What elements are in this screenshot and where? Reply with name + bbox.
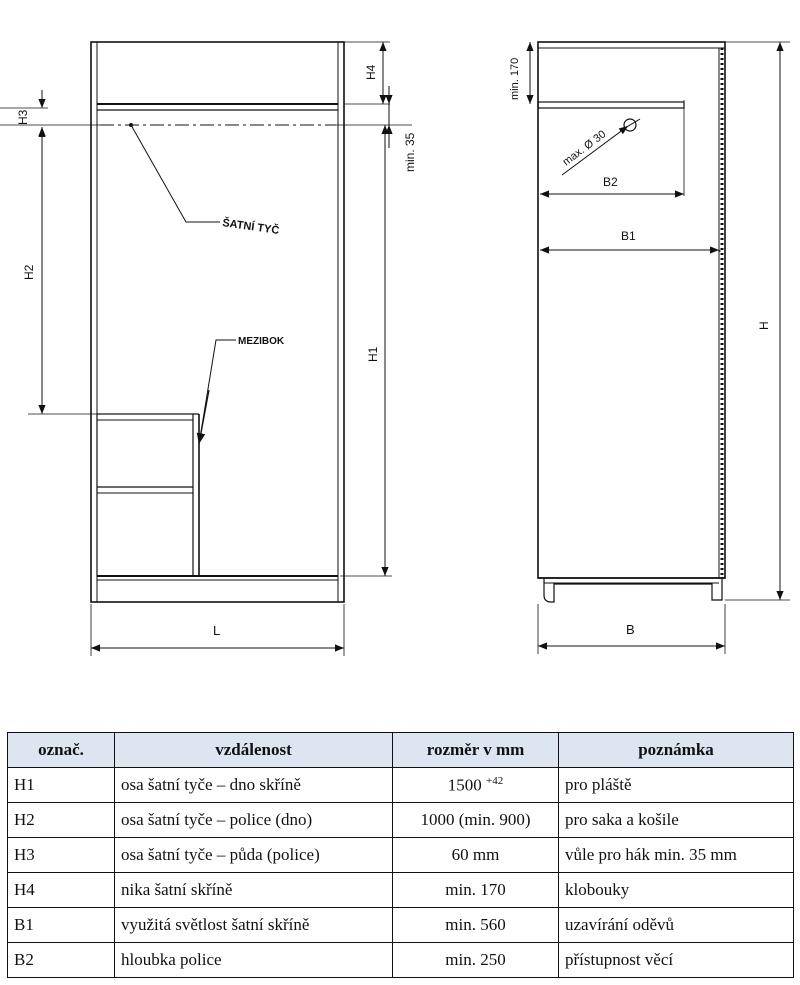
front-outer-frame xyxy=(90,41,345,603)
side-plinth xyxy=(543,578,723,603)
cell-code: H2 xyxy=(7,802,115,838)
dimension-spec-table: označ. vzdálenost rozměr v mm poznámka H… xyxy=(7,732,794,978)
cell-note: pro pláště xyxy=(558,767,794,803)
cell-size-tolerance: +42 xyxy=(486,774,504,787)
header-rozmer: rozměr v mm xyxy=(392,732,559,768)
rail-circle xyxy=(623,118,637,132)
dim-line-max30 xyxy=(561,125,629,176)
table-header-row: označ. vzdálenost rozměr v mm poznámka xyxy=(7,732,794,768)
cell-desc: hloubka police xyxy=(114,942,393,978)
dim-label-b: B xyxy=(626,622,635,637)
cell-size: min. 170 xyxy=(392,872,559,908)
dim-label-h3: H3 xyxy=(16,109,30,125)
cell-desc: osa šatní tyče – půda (police) xyxy=(114,837,393,873)
dim-label-min170: min. 170 xyxy=(509,58,521,100)
cell-size: min. 560 xyxy=(392,907,559,943)
shelf-compartment xyxy=(96,413,194,577)
cell-code: B2 xyxy=(7,942,115,978)
table-row: B1 využitá světlost šatní skříně min. 56… xyxy=(7,907,794,943)
cell-code: B1 xyxy=(7,907,115,943)
cell-code: H4 xyxy=(7,872,115,908)
front-view xyxy=(0,41,412,656)
header-poznamka: poznámka xyxy=(558,732,794,768)
dim-label-b2: B2 xyxy=(603,175,618,189)
cell-size: 1500 +42 xyxy=(392,767,559,803)
label-satni-tyc: ŠATNÍ TYČ xyxy=(222,216,281,237)
dim-label-h: H xyxy=(757,321,771,330)
cell-note: uzavírání oděvů xyxy=(558,907,794,943)
cell-code: H3 xyxy=(7,837,115,873)
header-oznac: označ. xyxy=(7,732,115,768)
cell-note: přístupnost věcí xyxy=(558,942,794,978)
dim-label-min35: min. 35 xyxy=(403,132,417,172)
cell-note: pro saka a košile xyxy=(558,802,794,838)
header-vzdalenost: vzdálenost xyxy=(114,732,393,768)
cell-desc: nika šatní skříně xyxy=(114,872,393,908)
table-row: B2 hloubka police min. 250 přístupnost v… xyxy=(7,942,794,978)
dim-label-h2: H2 xyxy=(22,264,36,280)
cell-desc: osa šatní tyče – dno skříně xyxy=(114,767,393,803)
side-outer-frame xyxy=(537,41,726,579)
dim-label-h1: H1 xyxy=(366,346,380,362)
cell-size-value: 1500 xyxy=(447,775,482,795)
dim-label-max30: max. Ø 30 xyxy=(561,128,609,168)
cell-code: H1 xyxy=(7,767,115,803)
dim-label-h4: H4 xyxy=(364,64,378,80)
table-row: H3 osa šatní tyče – půda (police) 60 mm … xyxy=(7,837,794,873)
cell-size: min. 250 xyxy=(392,942,559,978)
dim-label-l: L xyxy=(213,623,220,638)
cell-size: 1000 (min. 900) xyxy=(392,802,559,838)
table-row: H1 osa šatní tyče – dno skříně 1500 +42 … xyxy=(7,767,794,803)
table-row: H2 osa šatní tyče – police (dno) 1000 (m… xyxy=(7,802,794,838)
cell-note: vůle pro hák min. 35 mm xyxy=(558,837,794,873)
wardrobe-technical-drawing: ŠATNÍ TYČ MEZIBOK H4 H1 min. 35 H3 H2 L xyxy=(0,41,790,656)
side-shelf xyxy=(537,101,685,109)
cell-note: klobouky xyxy=(558,872,794,908)
table-row: H4 nika šatní skříně min. 170 klobouky xyxy=(7,872,794,908)
cell-desc: využitá světlost šatní skříně xyxy=(114,907,393,943)
cell-desc: osa šatní tyče – police (dno) xyxy=(114,802,393,838)
side-view xyxy=(526,41,790,654)
dim-label-b1: B1 xyxy=(621,229,636,243)
label-mezibok: MEZIBOK xyxy=(238,336,285,347)
cell-size: 60 mm xyxy=(392,837,559,873)
